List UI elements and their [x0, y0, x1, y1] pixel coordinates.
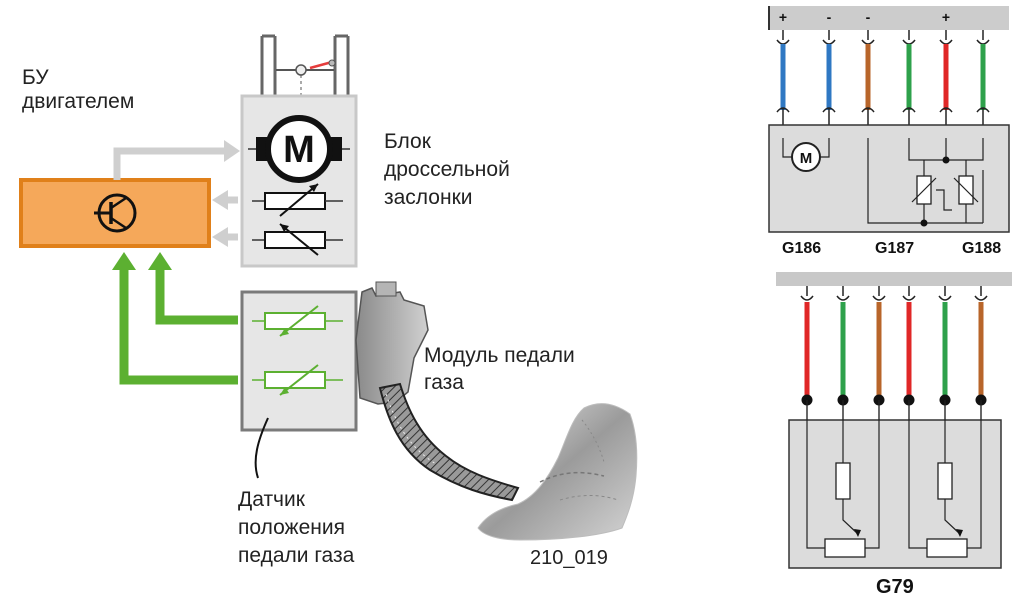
pedal-wiring-box	[788, 419, 1002, 569]
throttle-label-line: Блок	[384, 130, 431, 153]
component-code: G187	[875, 240, 915, 257]
throttle-connector-bar	[769, 6, 1009, 30]
pedal-module-label-line: газа	[424, 371, 464, 394]
component-code: G188	[962, 240, 1002, 257]
figure-code: 210_019	[530, 547, 608, 569]
throttle-label: Блок дроссельной заслонки	[384, 128, 510, 212]
ecu-label-line: двигателем	[22, 90, 135, 113]
polarity-mark: -	[866, 9, 871, 25]
signal-arrows	[112, 252, 238, 385]
ecu-label-line: БУ	[22, 66, 49, 89]
transistor-icon	[94, 193, 137, 233]
ecu-block	[19, 178, 211, 248]
motor-letter: M	[283, 129, 315, 171]
shoe-illustration	[477, 403, 638, 541]
pedal-assembly	[355, 281, 520, 502]
pedal-wire	[902, 286, 916, 420]
pedal-wire	[800, 286, 814, 420]
polarity-mark: +	[779, 9, 787, 25]
throttle-wire	[776, 30, 790, 138]
pedal-wire	[836, 286, 850, 420]
motor-letter-small: M	[800, 150, 813, 167]
component-code: G186	[782, 240, 822, 257]
potentiometer-icon	[252, 305, 343, 337]
sensor-label-line: положения	[238, 516, 345, 539]
throttle-wire	[861, 30, 875, 138]
sensor-label-line: педали газа	[238, 544, 355, 567]
sensor-label: Датчик положения педали газа	[238, 486, 354, 570]
pedal-connector-bar	[776, 272, 1012, 286]
throttle-wire	[976, 30, 990, 138]
sensor-callout-line	[254, 417, 269, 479]
pedal-wire	[938, 286, 952, 420]
pedal-wire	[872, 286, 886, 420]
ecu-label: БУ двигателем	[22, 66, 134, 114]
potentiometer-icon	[252, 183, 343, 217]
sensor-label-line: Датчик	[238, 488, 305, 511]
pedal-module-label: Модуль педали газа	[424, 342, 575, 396]
throttle-wire	[939, 30, 953, 138]
throttle-wire	[902, 30, 916, 138]
potentiometer-icon	[252, 223, 343, 256]
pedal-module-label-line: Модуль педали	[424, 344, 575, 367]
component-code: G79	[876, 576, 914, 598]
pedal-wire	[974, 286, 988, 420]
throttle-wiring-diagram: + - - + M	[768, 6, 1010, 233]
throttle-label-line: заслонки	[384, 186, 473, 209]
polarity-mark: -	[827, 9, 832, 25]
throttle-label-line: дроссельной	[384, 158, 510, 181]
throttle-wire	[822, 30, 836, 138]
motor-icon: M	[248, 115, 350, 183]
pedal-wiring-diagram	[776, 272, 1012, 569]
polarity-mark: +	[942, 9, 950, 25]
feedback-arrows	[113, 140, 240, 247]
potentiometer-icon	[252, 364, 343, 396]
